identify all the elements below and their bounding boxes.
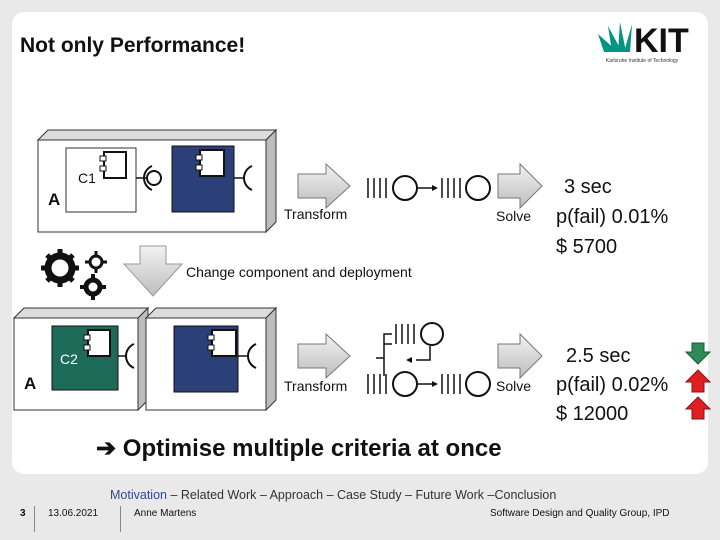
solve-label-top: Solve [496,208,532,224]
result-cost-top: $ 5700 [556,236,618,258]
footer-date: 13.06.2021 [48,508,99,519]
arrow-down-green-icon [684,342,712,365]
component-c1 [65,147,137,213]
result-cost-bottom: $ 12000 [556,403,629,425]
transform-arrow-top [297,162,351,210]
nav-other-sections[interactable]: – Related Work – Approach – Case Study –… [166,488,557,502]
transform-label-bottom: Transform [284,378,348,394]
server-a-label-bottom: A [24,374,37,393]
change-label: Change component and deployment [186,264,412,280]
footer-divider [34,506,35,532]
transform-arrow-bottom [297,332,351,380]
result-time-top: 3 sec [564,176,612,198]
page-number: 3 [20,508,26,519]
kit-logo: KIT Karlsruhe Institute of Technology [594,14,690,70]
change-down-arrow [122,245,184,297]
component-c1-label: C1 [78,170,96,186]
gears-icon [41,249,107,300]
queueing-network-top [367,175,491,201]
footer-author: Anne Martens [134,508,197,519]
svg-text:KIT: KIT [634,22,689,58]
component-blue-top [171,145,253,213]
footer-divider [120,506,121,532]
arrow-up-red-icon [684,369,712,393]
nav-current-section[interactable]: Motivation [110,488,167,502]
kit-logo-mark: KIT [598,22,689,60]
queueing-network-bottom [367,322,491,397]
slide-title: Not only Performance! [20,34,246,57]
arrow-up-red-icon [684,396,712,420]
solve-arrow-bottom [497,332,543,380]
transform-label-top: Transform [284,206,348,222]
section-navigation: Motivation – Related Work – Approach – C… [110,488,556,502]
footer-group: Software Design and Quality Group, IPD [490,508,670,519]
arrow-right-icon: ➔ [96,435,117,462]
kit-logo-subtitle: Karlsruhe Institute of Technology [605,58,679,64]
server-a-label-top: A [48,190,61,209]
result-time-bottom: 2.5 sec [566,345,631,367]
conclusion-text: ➔ Optimise multiple criteria at once [96,434,502,463]
solve-label-bottom: Solve [496,378,532,394]
result-fail-bottom: p(fail) 0.02% [556,374,669,396]
component-c2-label: C2 [60,351,78,367]
result-fail-top: p(fail) 0.01% [556,206,669,228]
provided-interface-socket [136,165,162,191]
conclusion-label: Optimise multiple criteria at once [122,435,502,462]
solve-arrow-top [497,162,543,210]
component-c2 [51,325,135,391]
component-blue-bottom [173,325,257,393]
